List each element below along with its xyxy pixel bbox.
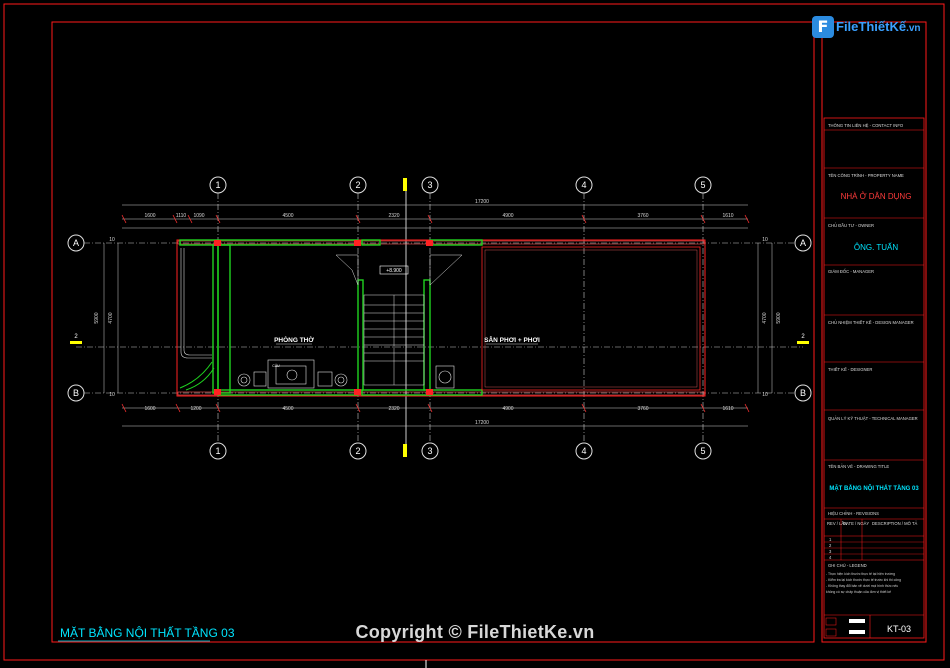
overall-dim-bottom: 17200: [475, 420, 489, 426]
grid-col-5-bottom: 5: [700, 446, 705, 456]
grid-col-2-top: 2: [355, 180, 360, 190]
dim-top-4: 4500: [282, 213, 293, 219]
dim-side-left-1: 5900: [94, 312, 100, 323]
tb-revisions-label: HIỆU CHỈNH - REVISIONS: [828, 511, 879, 516]
floor-plan: +8.900 CÂU PHÒNG THỜ SÂN PHƠI + PHƠI: [176, 239, 706, 397]
tb-director-label: GIÁM ĐỐC - MANAGER: [828, 269, 874, 274]
grid-col-5-top: 5: [700, 180, 705, 190]
sheet-frame: [3, 3, 945, 668]
logo-name: FileThiếtKế: [836, 19, 907, 34]
tb-rev-row-4: 4: [829, 555, 832, 560]
grid-col-3-top: 3: [427, 180, 432, 190]
dim-side-right-1: 4700: [762, 312, 768, 323]
logo-text: FileThiếtKế.vn: [836, 19, 921, 34]
logo-mark: F: [812, 16, 834, 38]
tb-note-4: không có sự chấp thuận của đơn vị thiết …: [826, 590, 891, 594]
tb-drawing-title-label: TÊN BẢN VẼ - DRAWING TITLE: [828, 464, 889, 469]
dim-top-1: 1600: [144, 213, 155, 219]
filethietke-logo: F FileThiếtKế.vn: [812, 14, 922, 40]
dimension-lines: [103, 204, 773, 427]
dim-bottom-6: 3760: [637, 406, 648, 412]
grid-row-b-left: B: [73, 388, 79, 398]
dim-top-3: 1090: [193, 213, 204, 219]
tb-rev-row-1: 1: [829, 537, 832, 542]
overall-dim-top: 17200: [475, 199, 489, 205]
grid-row-b-right: B: [800, 388, 806, 398]
section-mark-right: 2: [801, 334, 805, 340]
dim-bottom-2: 1200: [190, 406, 201, 412]
section-marks: 2 2: [70, 334, 809, 344]
tb-project-label: TÊN CÔNG TRÌNH - PROPERTY NAME: [828, 173, 904, 178]
tb-rev-row-2: 2: [829, 543, 832, 548]
level-tag: +8.900: [386, 268, 402, 274]
dim-small-2: 10: [109, 392, 115, 398]
grid-col-1-bottom: 1: [215, 446, 220, 456]
dim-bottom-3: 4500: [282, 406, 293, 412]
tb-rev-row-3: 3: [829, 549, 832, 554]
tb-notes-label: GHI CHÚ - LEGEND: [828, 563, 867, 568]
dim-top-8: 1610: [722, 213, 733, 219]
logo-suffix: .vn: [906, 23, 921, 34]
drawing-title-bottom: MẶT BẰNG NỘI THẤT TẦNG 03: [60, 625, 235, 640]
grid-col-2-bottom: 2: [355, 446, 360, 456]
section-mark-left: 2: [74, 334, 78, 340]
grid-col-4-top: 4: [581, 180, 586, 190]
dim-small-3: 10: [762, 237, 768, 243]
dim-side-right-2: 5900: [776, 312, 782, 323]
dim-small-1: 10: [109, 237, 115, 243]
tb-tech-manager-label: QUẢN LÝ KỸ THUẬT - TECHNICAL MANAGER: [828, 416, 918, 421]
tb-drawing-title: MẶT BẰNG NỘI THẤT TẦNG 03: [829, 484, 919, 492]
dim-bottom-5: 4900: [502, 406, 513, 412]
section-cut-line: [403, 178, 407, 457]
tb-note-2: - Kiểm tra lại kích thước thực tế trước …: [826, 578, 901, 582]
dim-top-5: 2320: [388, 213, 399, 219]
dim-small-4: 10: [762, 392, 768, 398]
tb-sheet-number: KT-03: [887, 624, 911, 634]
dim-side-left-2: 4700: [108, 312, 114, 323]
copyright-watermark: Copyright © FileThietKe.vn: [355, 622, 595, 642]
tb-project-name: NHÀ Ở DÂN DỤNG: [841, 192, 912, 201]
tb-rev-header-date: DATE / NGÀY: [843, 521, 869, 526]
tb-note-3: - Không thay đổi bản vẽ dưới mọi hình th…: [826, 584, 898, 588]
grid-row-a-left: A: [73, 238, 79, 248]
room-label-san-phoi: SÂN PHƠI + PHƠI: [484, 335, 540, 344]
grid-col-3-bottom: 3: [427, 446, 432, 456]
room-label-phong-tho: PHÒNG THỜ: [274, 335, 314, 344]
fixture-tag: CÂU: [272, 364, 280, 368]
tb-note-1: - Thực hiện kích thước thực tế tại hiện …: [826, 572, 895, 576]
dim-top-2: 1110: [176, 213, 187, 219]
tb-designer-label: THIẾT KẾ - DESIGNER: [828, 367, 872, 372]
dim-top-7: 3760: [637, 213, 648, 219]
grid-col-4-bottom: 4: [581, 446, 586, 456]
tb-contact-label: THÔNG TIN LIÊN HỆ - CONTACT INFO: [828, 123, 904, 128]
tb-rev-header-rev: REV / LẦN: [827, 521, 847, 526]
dim-bottom-7: 1610: [722, 406, 733, 412]
dim-bottom-1: 1600: [144, 406, 155, 412]
tb-owner-label: CHỦ ĐẦU TƯ - OWNER: [828, 223, 874, 228]
tb-owner-name: ÔNG. TUẤN: [854, 242, 899, 252]
tb-rev-header-desc: DESCRIPTION / MÔ TẢ: [872, 521, 917, 526]
dim-bottom-4: 2320: [388, 406, 399, 412]
grid-axes: [76, 193, 803, 443]
title-block: THÔNG TIN LIÊN HỆ - CONTACT INFO TÊN CÔN…: [823, 117, 925, 639]
dimension-ticks: [121, 214, 750, 413]
tb-design-manager-label: CHỦ NHIỆM THIẾT KẾ - DESIGN MANAGER: [828, 320, 914, 325]
grid-bubbles: 1 2 3 4 5 1 2 3 4 5 A B A B: [67, 176, 812, 460]
dim-top-6: 4900: [502, 213, 513, 219]
grid-row-a-right: A: [800, 238, 806, 248]
grid-col-1-top: 1: [215, 180, 220, 190]
